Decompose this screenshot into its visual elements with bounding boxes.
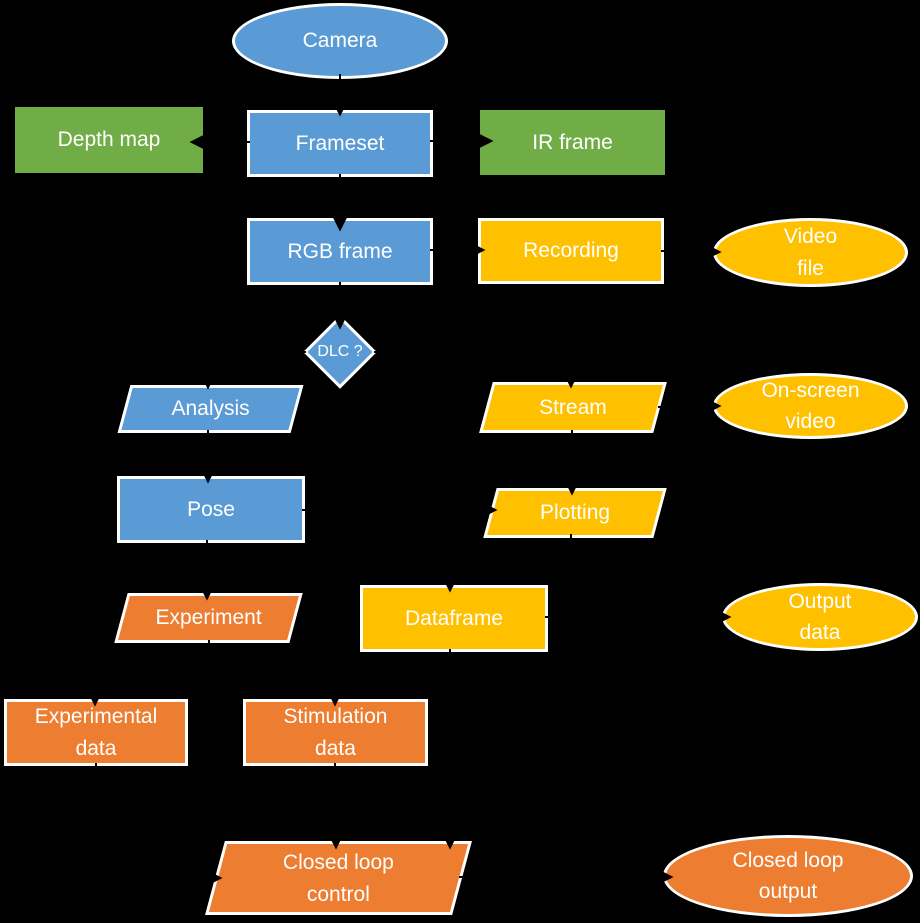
node-closed-loop-control-label: Closed loop control	[283, 850, 394, 906]
node-rgb-frame-label: RGB frame	[287, 239, 393, 263]
node-ir-frame-label: IR frame	[532, 130, 613, 154]
node-recording-label: Recording	[523, 239, 619, 263]
edge-experiment-experimental-data	[88, 640, 210, 707]
node-stimulation-data-label: Stimulation data	[283, 705, 388, 760]
node-camera-label: Camera	[302, 29, 378, 53]
node-analysis-label: Analysis	[171, 397, 250, 421]
node-plotting-label: Plotting	[539, 501, 611, 525]
node-plotting[interactable]: Plotting	[483, 488, 667, 538]
node-video-file-label: Video file	[783, 225, 838, 280]
edge-experimental-data-closed-loop-control	[95, 763, 223, 885]
node-closed-loop-control[interactable]: Closed loop control	[205, 841, 472, 915]
node-closed-loop-output-label: Closed loop output	[732, 848, 844, 904]
node-stream-label: Stream	[539, 395, 607, 419]
node-dlc-decision[interactable]: DLC ?	[303, 315, 377, 389]
node-frameset-label: Frameset	[295, 131, 385, 155]
node-depth-map-label: Depth map	[57, 128, 161, 152]
node-pose-label: Pose	[187, 497, 235, 521]
edge-dlc-analysis	[201, 351, 306, 390]
node-rgb-frame[interactable]: RGB frame	[247, 218, 433, 285]
node-experiment-label: Experiment	[155, 606, 262, 630]
edge-dlc-stream	[374, 351, 578, 389]
node-on-screen-video[interactable]: On-screen video	[713, 373, 908, 439]
edge-experiment-stimulation-data	[208, 640, 342, 707]
node-dataframe[interactable]: Dataframe	[360, 585, 548, 652]
node-frameset[interactable]: Frameset	[247, 110, 433, 177]
node-stream[interactable]: Stream	[479, 382, 667, 433]
node-dataframe-label: Dataframe	[404, 606, 504, 630]
node-ir-frame[interactable]: IR frame	[480, 110, 665, 175]
edge-stimulation-data-closed-loop-control	[328, 762, 343, 850]
node-depth-map[interactable]: Depth map	[15, 107, 203, 173]
node-output-data-label: Output data	[788, 589, 852, 645]
node-stimulation-data[interactable]: Stimulation data	[243, 699, 428, 766]
node-output-data[interactable]: Output data	[722, 583, 918, 651]
node-pose[interactable]: Pose	[117, 476, 305, 543]
edge-stream-on-screen-video	[657, 399, 722, 414]
node-analysis[interactable]: Analysis	[117, 385, 304, 433]
node-recording[interactable]: Recording	[478, 218, 664, 284]
edge-recording-video-file	[660, 244, 722, 259]
node-on-screen-video-label: On-screen video	[761, 378, 860, 434]
node-experimental-data-label: Experimental data	[34, 705, 158, 760]
edge-plotting-dataframe	[443, 534, 572, 593]
node-closed-loop-output[interactable]: Closed loop output	[663, 835, 913, 917]
node-video-file[interactable]: Video file	[713, 218, 908, 287]
node-camera[interactable]: Camera	[232, 3, 448, 79]
node-experimental-data[interactable]: Experimental data	[4, 699, 188, 766]
node-experiment[interactable]: Experiment	[114, 593, 303, 643]
node-dlc-decision-label: DLC ?	[317, 343, 363, 360]
